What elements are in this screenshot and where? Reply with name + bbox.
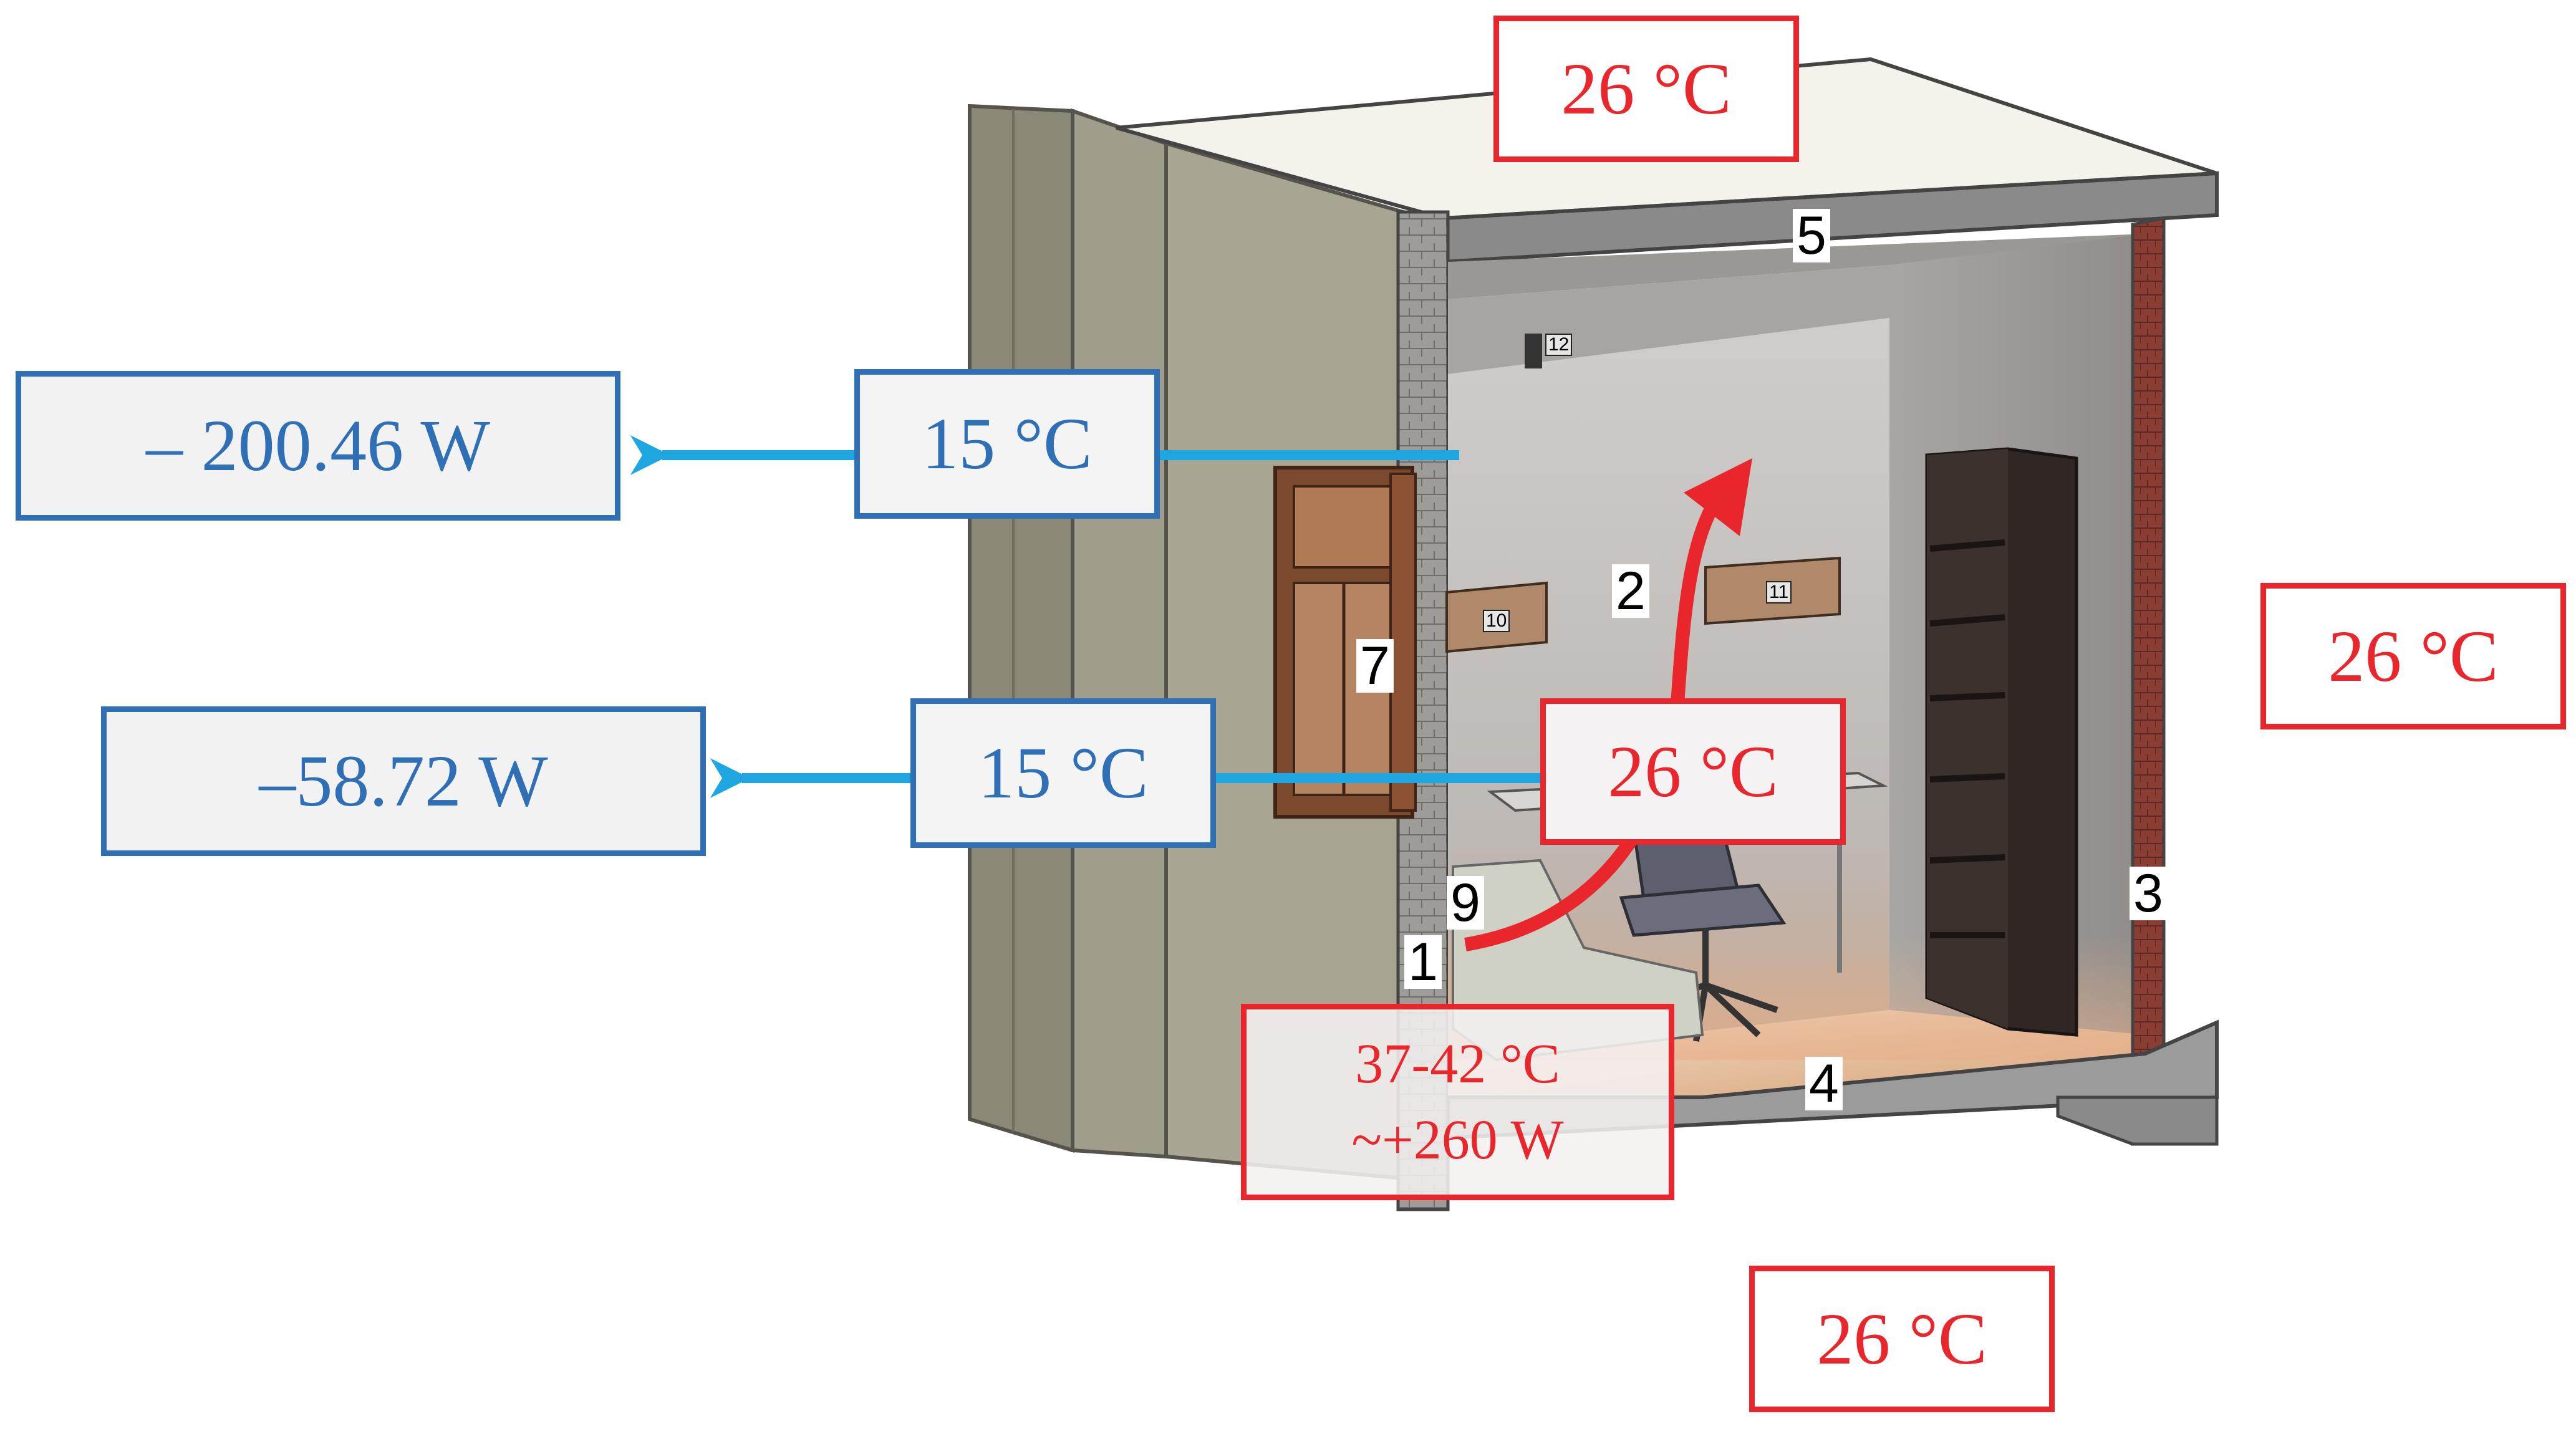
component-tag-2: 2: [1612, 564, 1649, 618]
component-tag-12: 12: [1545, 334, 1573, 356]
component-tag-1: 1: [1404, 935, 1442, 989]
heater-power-text: ~+260 W: [1351, 1109, 1564, 1171]
component-tag-10: 10: [1483, 610, 1510, 632]
component-tag-11: 11: [1766, 581, 1792, 604]
right-wall-temperature-label: 26 °C: [2260, 583, 2566, 729]
component-tag-3: 3: [2130, 867, 2167, 920]
room-air-temperature-label: 26 °C: [1540, 698, 1846, 845]
upper-heat-loss-label: – 200.46 W: [16, 371, 620, 521]
component-tag-4: 4: [1805, 1057, 1843, 1110]
heater-temperature-text: 37-42 °C: [1355, 1033, 1560, 1095]
lower-window-temperature-label: 15 °C: [910, 698, 1216, 848]
ceiling-temperature-label: 26 °C: [1493, 16, 1799, 162]
component-tag-7: 7: [1356, 639, 1394, 693]
lower-heat-loss-label: –58.72 W: [101, 706, 706, 856]
heater-output-label: 37-42 °C ~+260 W: [1241, 1004, 1674, 1200]
floor-temperature-label: 26 °C: [1749, 1266, 2055, 1412]
component-tag-9: 9: [1447, 876, 1484, 930]
component-tag-5: 5: [1793, 209, 1830, 262]
upper-window-temperature-label: 15 °C: [854, 369, 1160, 519]
